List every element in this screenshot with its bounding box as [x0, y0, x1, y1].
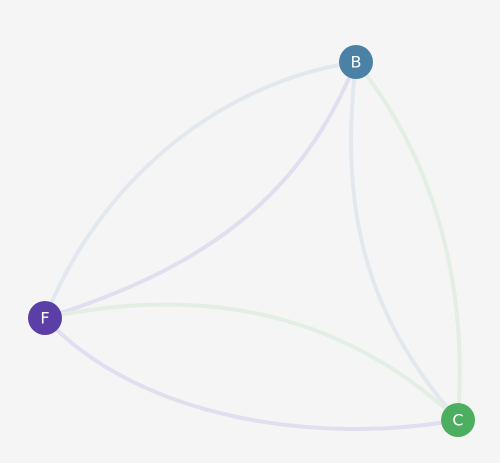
- node-f-circle: [28, 301, 62, 335]
- node-b[interactable]: B: [339, 45, 373, 79]
- edge-f-c-upper: [43, 302, 460, 422]
- node-b-label: B: [351, 53, 362, 72]
- node-c-label: C: [452, 411, 463, 430]
- edge-b-c-outer: [354, 60, 462, 422]
- edge-b-f-outer: [43, 60, 358, 320]
- edge-f-c-lower: [43, 316, 460, 431]
- node-b-circle: [339, 45, 373, 79]
- edge-b-c-inner: [349, 60, 460, 422]
- node-c-circle: [441, 403, 475, 437]
- edge-b-f-inner: [43, 60, 358, 320]
- node-f-label: F: [40, 309, 49, 328]
- node-f[interactable]: F: [28, 301, 62, 335]
- node-c[interactable]: C: [441, 403, 475, 437]
